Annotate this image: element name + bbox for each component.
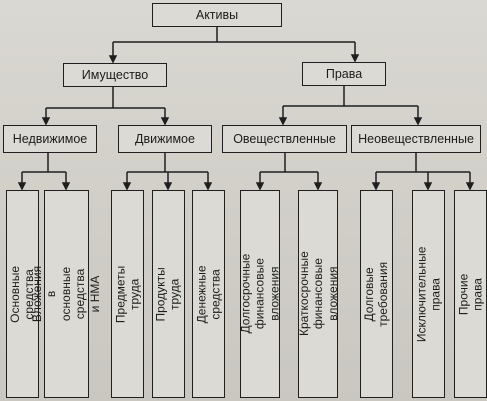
connector-property [45,87,166,122]
leaf-fixed-assets: Основные средства [6,190,39,398]
node-materialized: Овеществленные [222,125,347,153]
leaf-debt-claims-label: Долговые требования [362,261,391,327]
arrowhead [122,182,213,191]
arrowhead [17,182,71,191]
leaf-exclusive-rights: Исключительные права [412,190,445,398]
arrowhead [108,54,360,64]
node-immovable: Недвижимое [3,125,97,153]
node-property-label: Имущество [81,67,149,82]
leaf-objects-of-labor: Предметы труда [111,190,144,398]
node-assets: Активы [152,3,282,27]
node-non-materialized-label: Неовеществленные [358,131,474,146]
node-immovable-label: Недвижимое [12,131,88,146]
leaf-long-term-investments: Долгосрочные финансовые вложения [238,190,282,398]
arrowhead [371,182,475,191]
node-movable: Движимое [118,125,212,153]
connector-immovable [21,153,67,187]
leaf-cash-label: Денежные средства [194,265,223,323]
arrowhead [255,182,323,191]
leaf-long-term-investments-label: Долгосрочные финансовые вложения [238,254,282,334]
leaf-investments-fixed-assets: Вложения в основные средства и НМА [31,190,102,398]
node-materialized-label: Овеществленные [233,131,336,146]
leaf-exclusive-rights-label: Исключительные права [414,246,443,342]
arrowhead [41,117,170,126]
leaf-short-term-investments-label: Краткосрочные финансовые вложения [296,251,340,337]
leaf-other-rights-label: Прочие права [456,273,485,315]
leaf-cash: Денежные средства [192,190,225,398]
node-assets-label: Активы [195,7,239,22]
leaf-other-rights: Прочие права [454,190,487,398]
leaf-debt-claims: Долговые требования [360,190,393,398]
node-non-materialized: Неовеществленные [351,125,481,153]
connector-root [112,27,356,60]
node-movable-label: Движимое [135,131,195,146]
leaf-products-of-labor-label: Продукты труда [154,266,183,322]
leaf-short-term-investments: Краткосрочные финансовые вложения [296,190,340,398]
connector-materialized [259,153,319,187]
leaf-investments-fixed-assets-label: Вложения в основные средства и НМА [30,265,103,323]
node-rights-label: Права [325,66,363,81]
connector-rights [282,86,419,122]
leaf-objects-of-labor-label: Предметы труда [113,265,142,323]
leaf-products-of-labor: Продукты труда [152,190,185,398]
node-property: Имущество [63,63,167,87]
connector-non-materialized [375,153,471,187]
node-rights: Права [302,62,386,86]
connector-movable [126,153,209,187]
arrowhead [278,117,423,126]
